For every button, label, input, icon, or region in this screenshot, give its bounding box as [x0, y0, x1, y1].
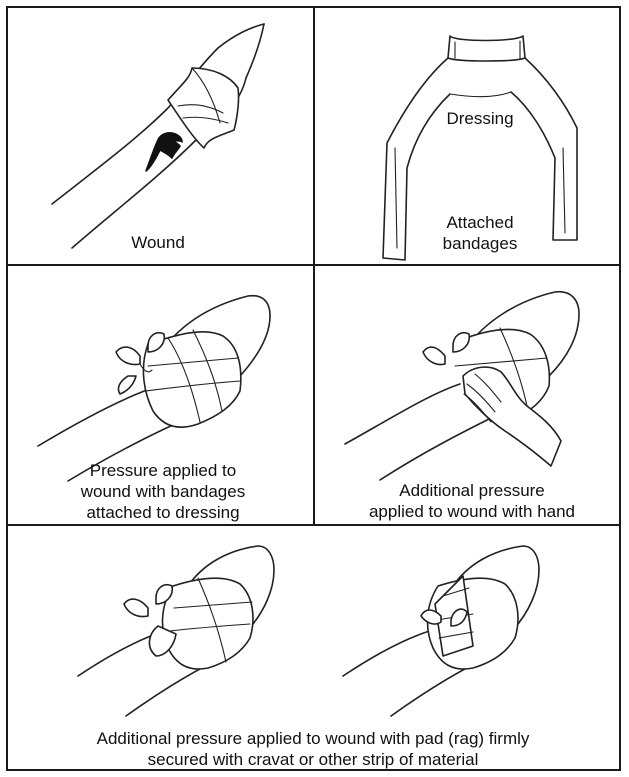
label-dressing: Dressing — [425, 108, 535, 129]
panel-wound: Wound — [8, 8, 313, 264]
panel-pressure-hand: Additional pressure applied to wound wit… — [315, 266, 619, 524]
panel-pressure-bandages: Pressure applied to wound with bandages … — [8, 266, 313, 524]
wound-arm-illustration — [8, 8, 313, 264]
pad-cravat-illustration-left — [8, 526, 313, 726]
label-attached-bandages: Attached bandages — [420, 212, 540, 254]
caption-pressure-hand: Additional pressure applied to wound wit… — [347, 480, 597, 522]
pad-cravat-illustration-right — [313, 526, 618, 726]
panel-dressing: Dressing Attached bandages — [315, 8, 619, 264]
caption-pad-cravat: Additional pressure applied to wound wit… — [28, 728, 598, 769]
panel-pad-cravat: Additional pressure applied to wound wit… — [8, 526, 619, 769]
caption-pressure-bandages: Pressure applied to wound with bandages … — [58, 460, 268, 523]
figure-frame: Wound Dressing Attached bandages — [6, 6, 621, 771]
caption-wound: Wound — [98, 232, 218, 253]
